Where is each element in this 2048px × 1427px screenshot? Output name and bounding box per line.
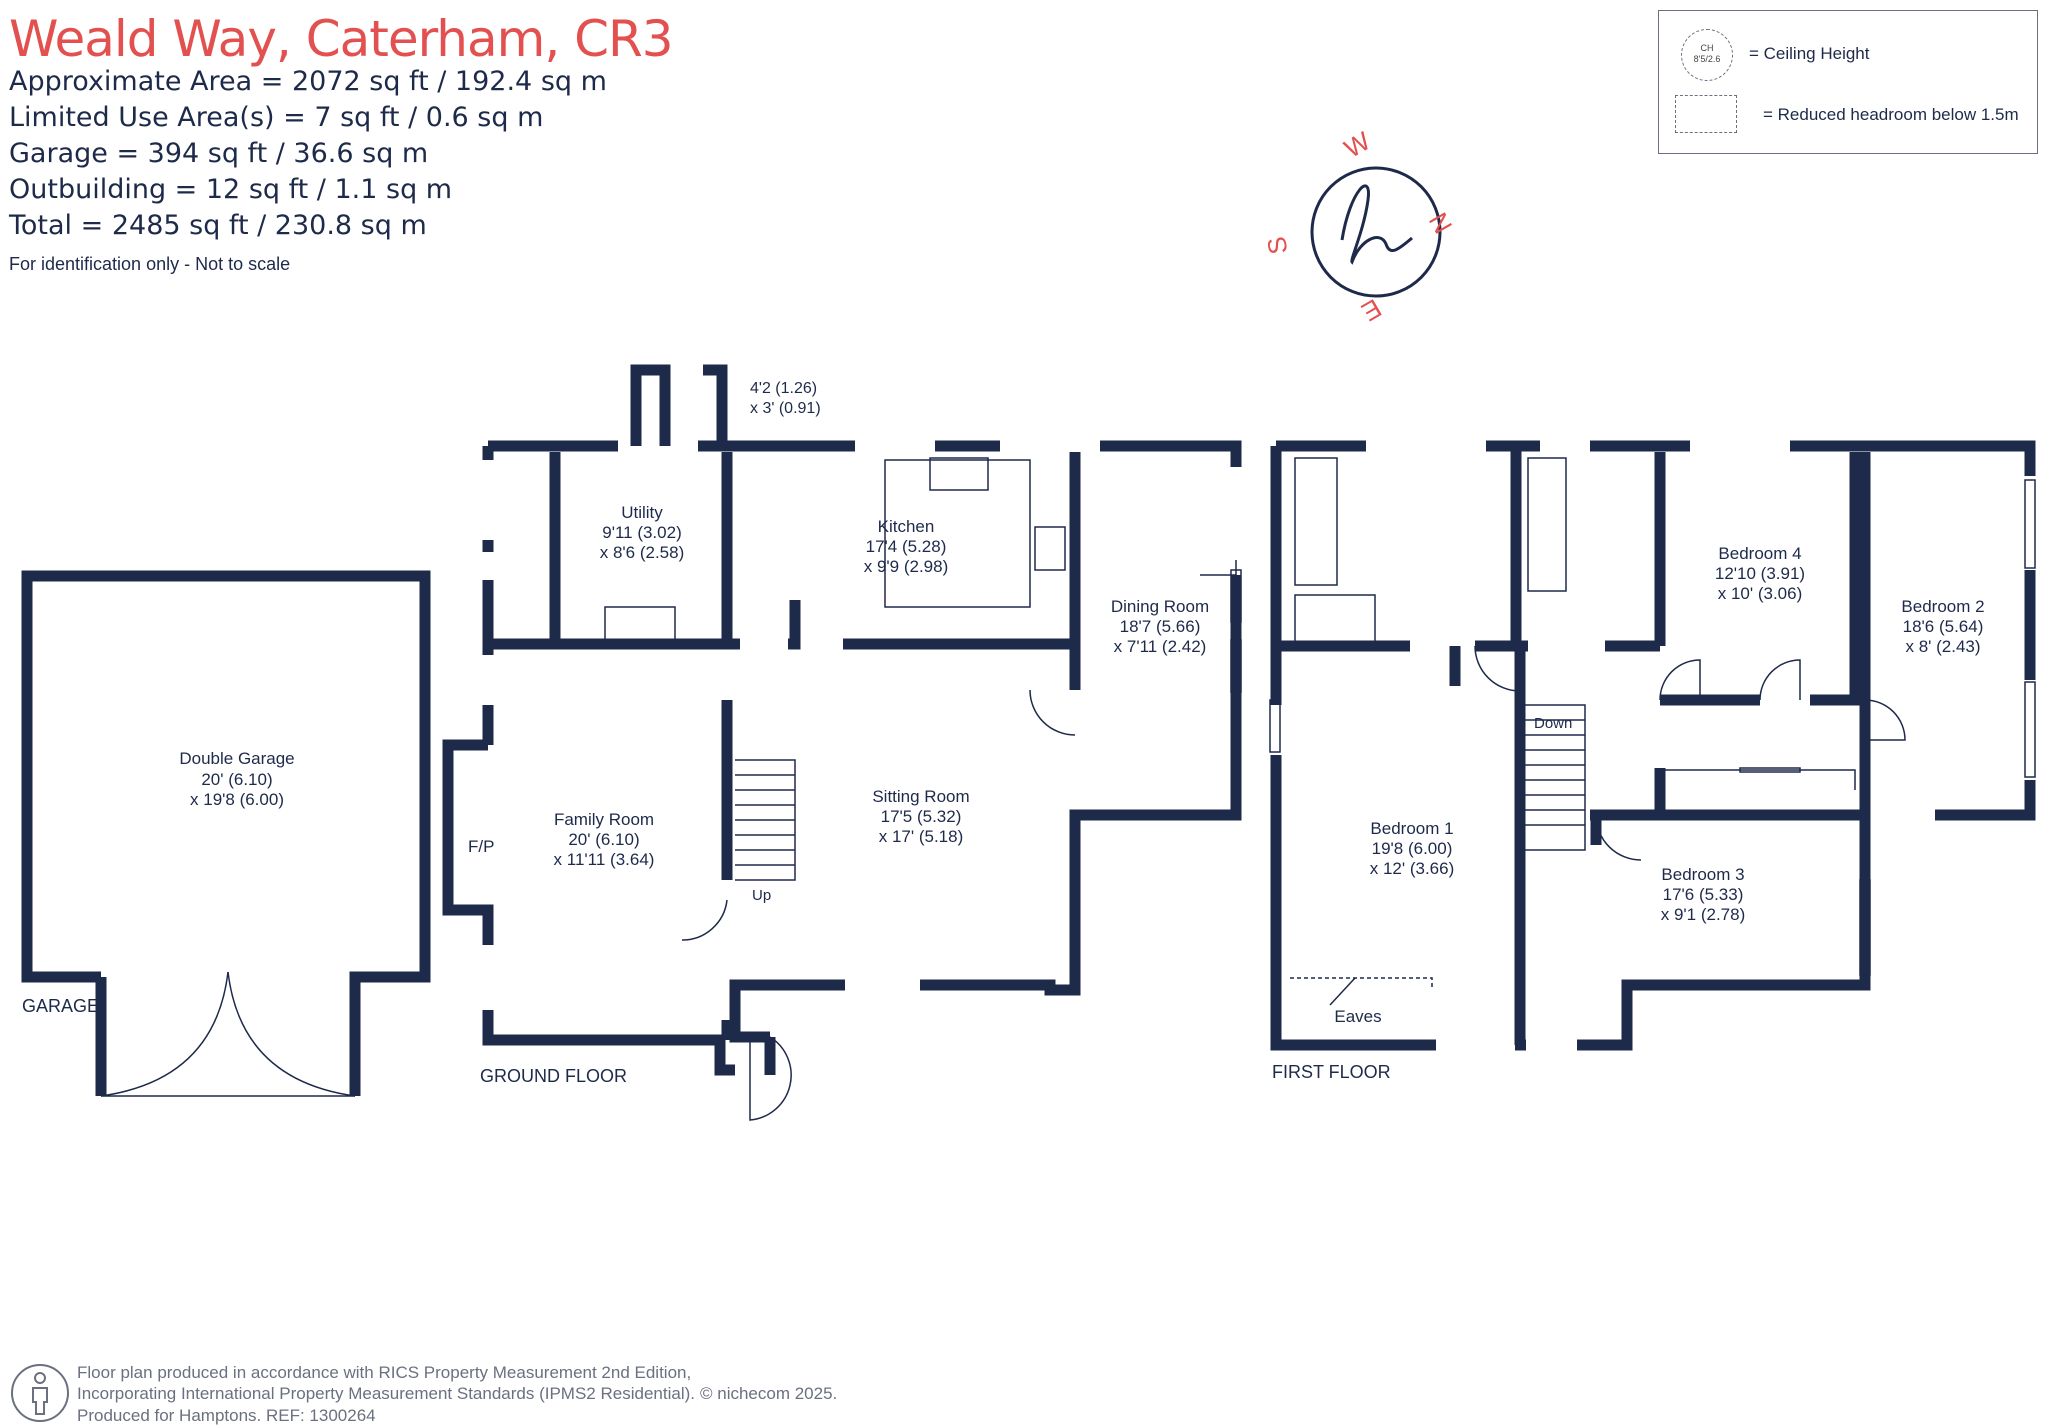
utility-dim1: 9'11 (3.02) <box>602 523 681 542</box>
limited-use-area-line: Limited Use Area(s) = 7 sq ft / 0.6 sq m <box>9 102 544 133</box>
family-name: Family Room <box>554 810 654 829</box>
ceiling-height-symbol: CH 8'5/2.6 <box>1681 29 1733 81</box>
utility-dim2: x 8'6 (2.58) <box>600 543 685 562</box>
bed2-dim1: 18'6 (5.64) <box>1903 617 1984 636</box>
legend-box: CH 8'5/2.6 = Ceiling Height = Reduced he… <box>1658 10 2038 154</box>
garage-plan: Double Garage 20' (6.10) x 19'8 (6.00) G… <box>21 570 431 1097</box>
reduced-headroom-label: = Reduced headroom below 1.5m <box>1763 105 2019 124</box>
ground-floor-labels: 4'2 (1.26) x 3' (0.91) Utility 9'11 (3.0… <box>468 380 1209 1086</box>
first-floor-fixtures <box>1269 457 2036 1006</box>
bed2-name: Bedroom 2 <box>1901 597 1984 616</box>
family-dim2: x 11'11 (3.64) <box>554 850 655 869</box>
bed2-dim2: x 8' (2.43) <box>1905 637 1980 656</box>
dining-dim1: 18'7 (5.66) <box>1120 617 1201 636</box>
sitting-name: Sitting Room <box>872 787 969 806</box>
total-area-line: Total = 2485 sq ft / 230.8 sq m <box>9 210 427 241</box>
bed3-dim2: x 9'1 (2.78) <box>1661 905 1746 924</box>
bed1-dim2: x 12' (3.66) <box>1370 859 1455 878</box>
kitchen-name: Kitchen <box>878 517 935 536</box>
garage-room-name: Double Garage <box>179 749 294 768</box>
dining-dim2: x 7'11 (2.42) <box>1114 637 1207 656</box>
garage-area-line: Garage = 394 sq ft / 36.6 sq m <box>9 138 429 169</box>
garage-floor-label: GARAGE <box>22 996 99 1016</box>
scale-note: For identification only - Not to scale <box>9 254 291 274</box>
kitchen-dim2: x 9'9 (2.98) <box>864 557 949 576</box>
compass-w: W <box>1339 125 1376 163</box>
sitting-dim1: 17'5 (5.32) <box>881 807 962 826</box>
person-scale-icon <box>11 1364 69 1422</box>
compass: W N S E <box>1261 125 1458 327</box>
footer-line3: Produced for Hamptons. REF: 1300264 <box>77 1406 376 1425</box>
stairs-down-label: Down <box>1534 715 1572 732</box>
bed1-name: Bedroom 1 <box>1370 819 1453 838</box>
ground-floor-plan <box>442 364 1242 1076</box>
store-dim1: 4'2 (1.26) <box>750 380 817 397</box>
garage-dim2: x 19'8 (6.00) <box>190 790 284 809</box>
footer-line1: Floor plan produced in accordance with R… <box>77 1363 692 1382</box>
sitting-dim2: x 17' (5.18) <box>879 827 964 846</box>
bed4-dim2: x 10' (3.06) <box>1718 584 1803 603</box>
footer-copyright: © nichecom 2025. <box>700 1384 838 1403</box>
ceiling-height-symbol-bottom: 8'5/2.6 <box>1693 54 1721 64</box>
ceiling-height-label: = Ceiling Height <box>1749 44 1870 63</box>
hamptons-logo-icon <box>1340 184 1413 265</box>
footer-line2: Incorporating International Property Mea… <box>77 1384 695 1403</box>
family-dim1: 20' (6.10) <box>568 830 639 849</box>
eaves-label: Eaves <box>1334 1007 1381 1026</box>
bed4-name: Bedroom 4 <box>1718 544 1801 563</box>
dining-name: Dining Room <box>1111 597 1209 616</box>
stairs-up-label: Up <box>752 887 771 904</box>
compass-s: S <box>1261 234 1294 256</box>
first-floor-labels: Bedroom 1 19'8 (6.00) x 12' (3.66) Bedro… <box>1272 544 1985 1082</box>
kitchen-dim1: 17'4 (5.28) <box>866 537 947 556</box>
page-title: Weald Way, Caterham, CR3 <box>9 10 674 68</box>
ground-floor-label: GROUND FLOOR <box>480 1066 627 1086</box>
first-floor-plan <box>1270 440 2036 1051</box>
bed3-dim1: 17'6 (5.33) <box>1663 885 1744 904</box>
ground-floor-fixtures <box>446 457 1242 1121</box>
utility-name: Utility <box>621 503 663 522</box>
outbuilding-area-line: Outbuilding = 12 sq ft / 1.1 sq m <box>9 174 453 205</box>
ceiling-height-symbol-top: CH <box>1700 43 1714 53</box>
garage-dim1: 20' (6.10) <box>201 770 272 789</box>
bed1-dim1: 19'8 (6.00) <box>1372 839 1453 858</box>
approximate-area-line: Approximate Area = 2072 sq ft / 192.4 sq… <box>9 66 607 97</box>
store-dim2: x 3' (0.91) <box>750 400 821 417</box>
fireplace-label: F/P <box>468 837 494 856</box>
reduced-headroom-symbol <box>1675 95 1737 133</box>
compass-e: E <box>1357 293 1387 328</box>
first-floor-label: FIRST FLOOR <box>1272 1062 1391 1082</box>
bed3-name: Bedroom 3 <box>1661 865 1744 884</box>
bed4-dim1: 12'10 (3.91) <box>1715 564 1805 583</box>
